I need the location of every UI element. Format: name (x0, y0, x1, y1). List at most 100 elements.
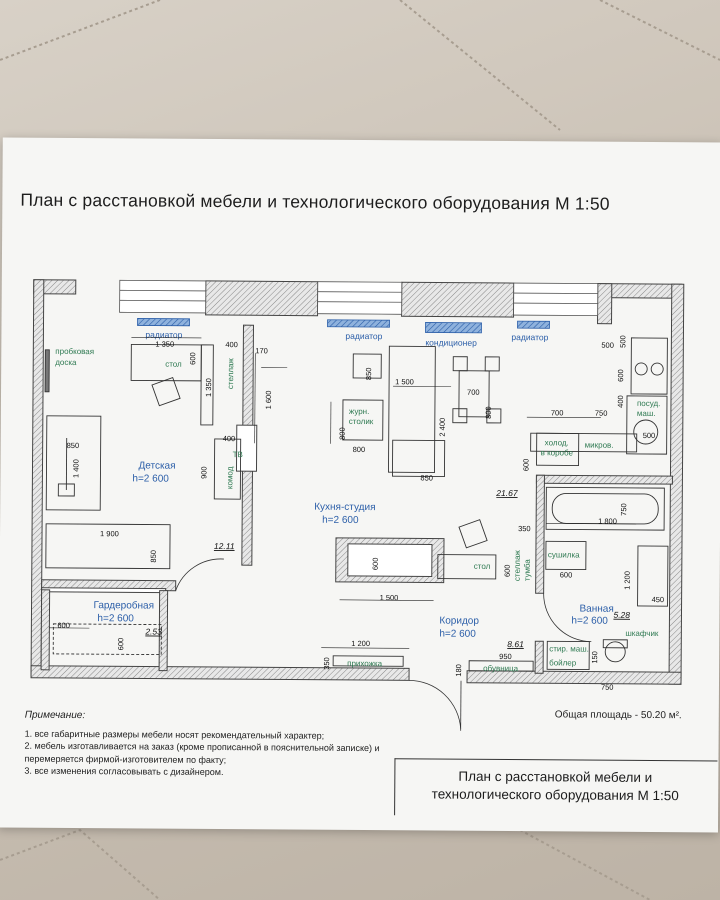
stamp-line-2: технологического оборудования М 1:50 (431, 786, 679, 804)
dim: 750 (601, 683, 614, 692)
radiator-1 (137, 318, 190, 327)
radiator-label-3: радиатор (511, 332, 548, 342)
dim: 1 600 (264, 391, 273, 410)
dim: 1 800 (598, 517, 617, 526)
label-stellazh-tumba-1: стеллаж (513, 550, 522, 582)
dim: 900 (199, 466, 208, 479)
dim: 850 (67, 441, 80, 450)
title-stamp: План с расстановкой мебели и технологиче… (394, 758, 718, 818)
sofa-ext (391, 439, 446, 478)
chair-kitchen (458, 519, 488, 549)
label-bojler: бойлер (549, 658, 577, 667)
dim: 750 (595, 409, 608, 418)
toilet (604, 641, 626, 663)
dim: 800 (484, 406, 493, 419)
child-furniture (44, 343, 242, 570)
room-name-koridor: Коридор (439, 616, 479, 627)
tv-cabinet (213, 438, 242, 500)
dim: 1 350 (204, 378, 213, 397)
label-zhurn-2: столик (349, 417, 374, 426)
room-name-garderob: Гардеробная (93, 599, 154, 611)
room-height-detskaya: h=2 600 (132, 473, 169, 484)
radiator-label-2: радиатор (345, 331, 382, 341)
room-name-vannaya: Ванная (579, 604, 613, 615)
total-area: Общая площадь - 50.20 м². (554, 709, 682, 722)
hall-stand (332, 655, 404, 667)
notes-header: Примечание: (24, 709, 86, 722)
room-height-kitchen: h=2 600 (322, 515, 359, 526)
dishwasher (626, 395, 668, 455)
dim: 700 (467, 388, 480, 397)
dim: 600 (521, 459, 530, 472)
dim: 600 (188, 352, 197, 365)
shoe-rack (468, 660, 534, 672)
dim: 850 (364, 368, 373, 381)
fridge (536, 432, 580, 466)
room-name-kitchen: Кухня-студия (314, 502, 375, 513)
chair-child (151, 377, 181, 407)
coffee-table (342, 399, 384, 441)
dim: 150 (590, 651, 599, 664)
air-conditioner (425, 322, 482, 334)
radiator-2 (327, 319, 390, 328)
sofa-l (388, 345, 436, 473)
room-height-koridor: h=2 600 (439, 629, 476, 640)
radiator-label-1: радиатор (145, 329, 182, 339)
dim: 600 (371, 558, 380, 571)
dim: 1 350 (155, 340, 174, 349)
label-desk-kitchen: стол (474, 562, 491, 571)
room-height-vannaya: h=2 600 (571, 615, 608, 626)
label-posud-2: маш. (637, 409, 656, 418)
stamp-title: План с расстановкой мебели и технологиче… (395, 767, 715, 805)
label-stellazh-tumba-2: тумба (523, 559, 532, 582)
dim: 450 (652, 595, 665, 604)
dim: 1 200 (623, 571, 632, 590)
room-area-garderob: 2.53 (144, 626, 162, 636)
radiator-3 (517, 320, 550, 329)
dim: 600 (560, 570, 573, 579)
label-mikrov: микров. (585, 441, 614, 450)
cork-board (44, 349, 50, 393)
dim: 600 (616, 369, 625, 382)
dim: 1 400 (71, 459, 80, 478)
tv-stand (352, 353, 382, 379)
sofa-child (45, 415, 102, 511)
notes-block: Примечание: 1. все габаритные размеры ме… (24, 710, 444, 780)
dim: 350 (322, 657, 331, 670)
bathroom-fixtures (52, 486, 669, 672)
label-prihozhaya: прихожка (347, 659, 383, 668)
dim: 600 (57, 621, 70, 630)
washing-machine (546, 640, 590, 671)
label-zhurn-1: журн. (349, 407, 370, 416)
dim: 1 500 (380, 593, 399, 602)
desk-kitchen (437, 554, 497, 580)
plan-sheet: План с расстановкой мебели и технологиче… (0, 137, 720, 833)
dim: 800 (353, 445, 366, 454)
label-posud-1: посуд. (637, 399, 660, 408)
label-tv: ТВ (233, 450, 243, 459)
radiators (137, 318, 550, 334)
dim: 400 (616, 395, 625, 408)
dim: 500 (601, 341, 614, 350)
label-desk-child: стол (165, 360, 182, 369)
dim: 500 (618, 335, 627, 348)
dim: 170 (255, 346, 268, 355)
label-cork-1: пробковая (55, 347, 94, 356)
room-area-koridor: 8.61 (507, 639, 524, 649)
garderob-shelf (52, 623, 162, 656)
label-shelf: стеллаж (226, 358, 235, 390)
floor-plan: радиатор радиатор радиатор кондиционер (30, 279, 685, 731)
conditioner-label: кондиционер (425, 337, 477, 347)
doors (175, 558, 592, 731)
kitchen-counter (530, 432, 638, 453)
label-stir-mash: стир. маш. (549, 644, 589, 653)
dim: 800 (338, 427, 347, 440)
dryer (545, 540, 587, 571)
dim: 850 (149, 550, 158, 563)
walls (30, 279, 685, 685)
room-area-kitchen: 21.67 (495, 488, 518, 498)
dim: 1 900 (100, 529, 119, 538)
stamp-line-1: План с расстановкой мебели и (458, 768, 653, 786)
dim: 350 (518, 524, 531, 533)
